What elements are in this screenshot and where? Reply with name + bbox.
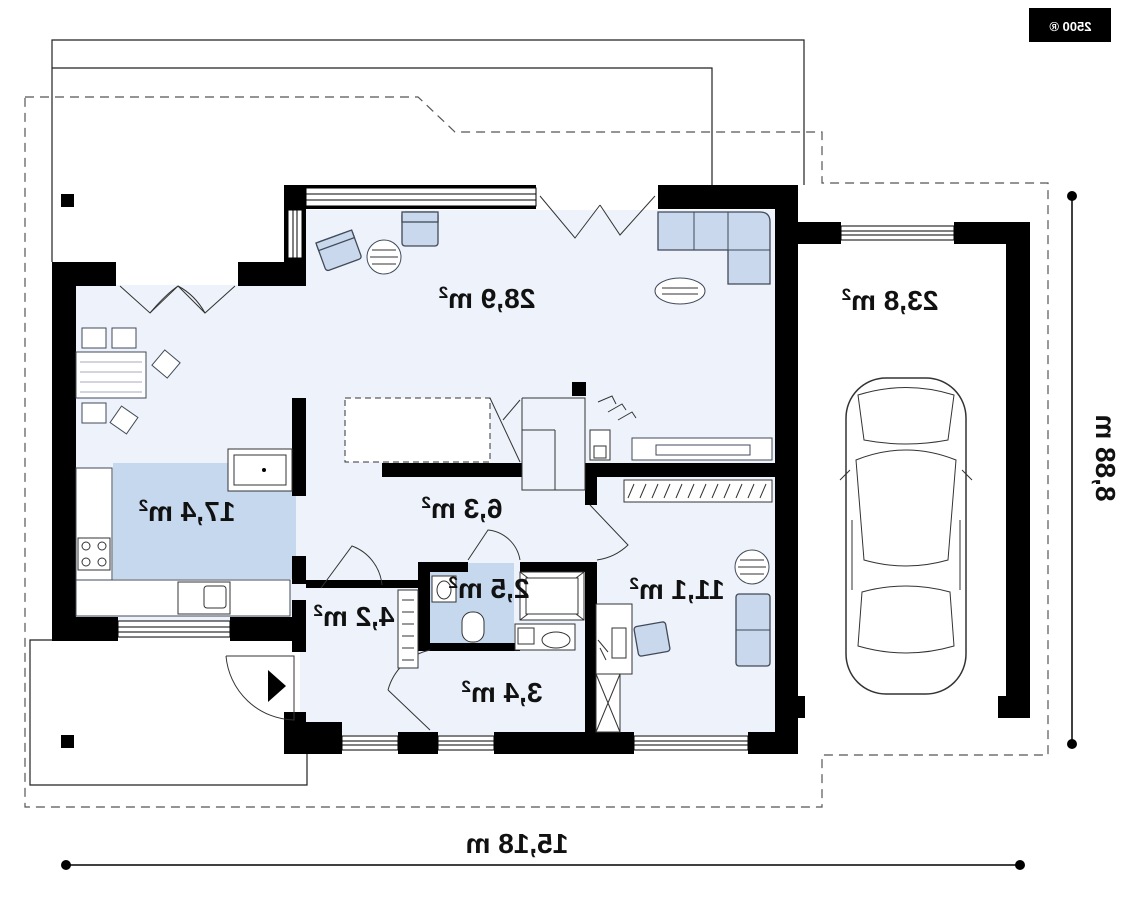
car [839, 377, 973, 695]
room-area-hall: 6,3 m2 [421, 493, 502, 524]
badge-text: 2500 ® [1049, 19, 1092, 34]
dimension-width: 15,18 m [61, 828, 1025, 870]
post [61, 194, 74, 207]
room-area-study: 11,1 m2 [629, 574, 724, 605]
dimension-depth: 8,88 m [1067, 191, 1121, 749]
room-area-garage: 23,8 m2 [842, 285, 939, 316]
dining-set [75, 327, 181, 435]
doors [119, 195, 656, 731]
room-area-vestibule: 4,2 m2 [313, 601, 394, 632]
entry-arrow-icon [268, 670, 286, 702]
room-area-living: 28,9 m2 [439, 283, 536, 314]
room-area-bathroom: 2,5 m2 [448, 573, 529, 604]
wardrobe [623, 479, 773, 503]
roof-outline [24, 39, 1049, 808]
width-label: 15,18 m [466, 828, 569, 859]
kitchen-units [75, 448, 293, 617]
project-badge: 2500 ® [1029, 8, 1111, 42]
depth-label: 8,88 m [1090, 414, 1121, 501]
room-area-utility: 3,4 m2 [461, 677, 542, 708]
windows [117, 187, 955, 751]
stairs [344, 397, 586, 491]
post [61, 735, 74, 748]
interior-walls [292, 382, 775, 734]
study-furniture [595, 549, 771, 733]
living-furniture [315, 211, 773, 461]
bathroom-fixtures [397, 571, 585, 669]
room-labels: 28,9 m2 23,8 m2 17,4 m2 6,3 m2 2,5 m2 11… [139, 283, 939, 708]
room-area-kitchen: 17,4 m2 [139, 496, 236, 527]
